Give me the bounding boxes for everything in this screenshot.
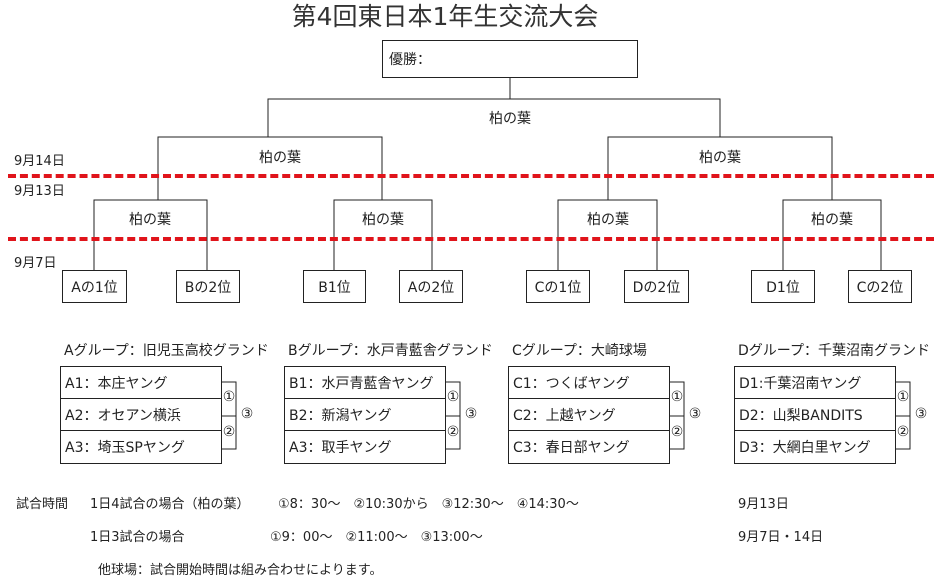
group-c-match-1: ① [670,389,684,405]
group-b-match-1: ① [446,389,460,405]
group-d-header: Dグループ：千葉沼南グランド [738,343,930,359]
quarter-label-4: 柏の葉 [811,212,853,228]
group-b-table: B1：水戸青藍舎ヤング B2：新潟ヤング A3：取手ヤング [284,366,446,464]
slot-d1: D1位 [751,270,815,303]
slot-b1: B1位 [303,270,366,303]
quarter-label-1: 柏の葉 [129,212,171,228]
group-d-match-1: ① [896,389,910,405]
group-d-table: D1:千葉沼南ヤング D2：山梨BANDITS D3：大網白里ヤング [734,366,896,464]
schedule-label: 試合時間 [16,497,69,512]
slot-c1: Cの1位 [526,270,590,303]
group-b-match-2: ② [446,424,460,440]
group-b-header: Bグループ：水戸青藍舎グランド [288,343,493,359]
group-a-row-2: A2：オセアン横浜 [61,399,221,431]
winner-box: 優勝： [382,40,638,78]
group-c-row-2: C2：上越ヤング [509,399,669,431]
page-title: 第4回東日本1年生交流大会 [291,2,599,31]
group-d-row-1: D1:千葉沼南ヤング [735,367,895,399]
date-label-sep14: 9月14日 [14,154,65,169]
schedule-date-3: 9月7日・14日 [738,530,824,545]
group-b-row-1: B1：水戸青藍舎ヤング [285,367,445,399]
winner-label: 優勝： [389,52,431,68]
slot-a1: Aの1位 [62,270,127,303]
schedule-times-3: ①9：00～ ②11:00～ ③13:00～ [270,530,483,545]
group-b-row-3: A3：取手ヤング [289,440,392,456]
group-d-match-2: ② [896,424,910,440]
group-a-match-2: ② [222,424,236,440]
slot-a2: Aの2位 [399,270,463,303]
group-b-match-3: ③ [464,406,478,422]
schedule-times-4: ①8：30～ ②10:30から ③12:30～ ④14:30～ [278,497,579,512]
group-c-header: Cグループ：大崎球場 [512,343,647,359]
slot-b2: Bの2位 [176,270,240,303]
group-a-row-3: A3：埼玉SPヤング [65,440,185,456]
schedule-case-3: 1日3試合の場合 [90,530,185,545]
final-label: 柏の葉 [489,111,531,127]
group-d-match-3: ③ [914,406,928,422]
group-d-row-2: D2：山梨BANDITS [735,399,895,431]
other-venue-note: 他球場：試合開始時間は組み合わせによります。 [98,563,383,578]
schedule-case-4: 1日4試合の場合（柏の葉） [90,497,250,512]
quarter-label-3: 柏の葉 [587,212,629,228]
group-a-match-3: ③ [240,406,254,422]
slot-d2: Dの2位 [624,270,689,303]
group-c-match-3: ③ [688,406,702,422]
group-c-table: C1：つくばヤング C2：上越ヤング C3：春日部ヤング [508,366,670,464]
group-c-match-2: ② [670,424,684,440]
date-label-sep13: 9月13日 [14,184,65,199]
group-a-header: Aグループ：旧児玉高校グランド [64,343,269,359]
semi-label-1: 柏の葉 [259,150,301,166]
group-c-row-3: C3：春日部ヤング [513,440,630,456]
slot-c2: Cの2位 [848,270,912,303]
semi-label-2: 柏の葉 [699,150,741,166]
quarter-label-2: 柏の葉 [362,212,404,228]
group-d-row-3: D3：大網白里ヤング [739,440,871,456]
group-c-row-1: C1：つくばヤング [509,367,669,399]
group-a-row-1: A1：本庄ヤング [61,367,221,399]
group-a-table: A1：本庄ヤング A2：オセアン横浜 A3：埼玉SPヤング [60,366,222,464]
group-a-match-1: ① [222,389,236,405]
red-divider-1 [8,174,934,178]
schedule-date-4: 9月13日 [738,497,789,512]
date-label-sep7: 9月7日 [14,256,57,271]
group-b-row-2: B2：新潟ヤング [285,399,445,431]
red-divider-2 [8,237,934,241]
